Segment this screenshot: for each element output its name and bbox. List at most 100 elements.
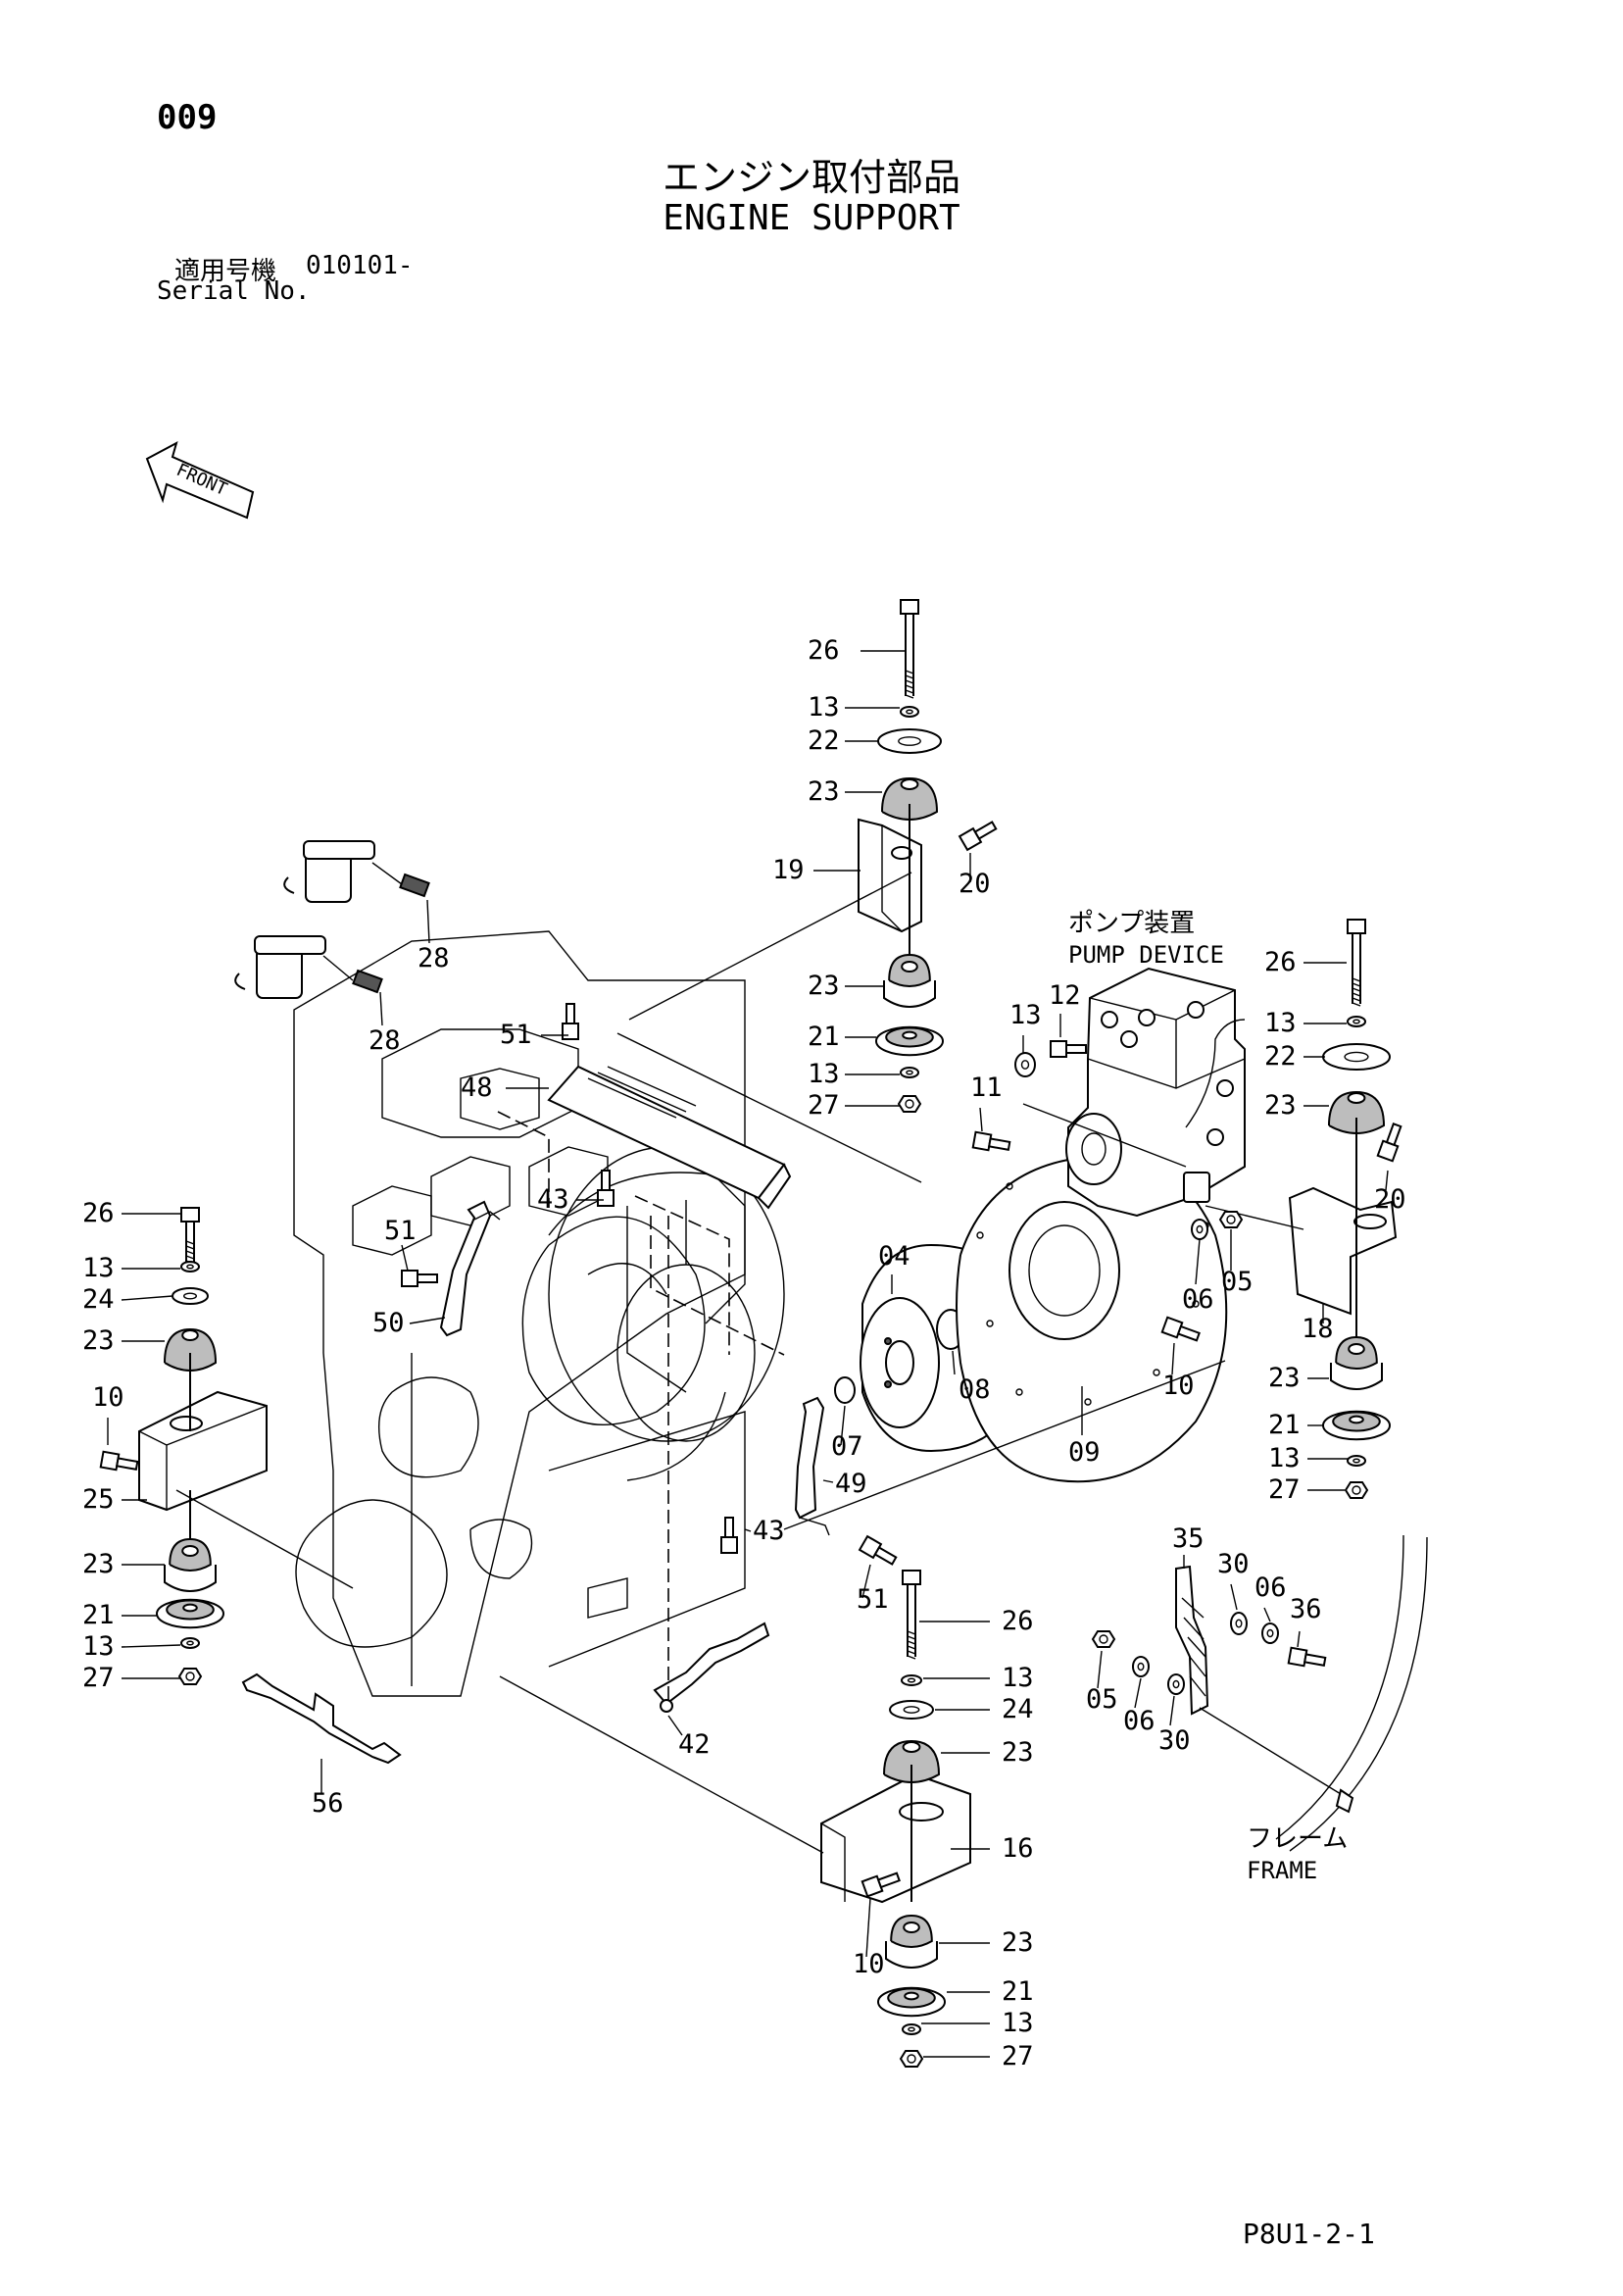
washer-24 — [172, 1287, 209, 1305]
callout-13: 13 — [1009, 1000, 1042, 1053]
callout-20: 20 — [959, 853, 991, 899]
callout-13: 13 — [82, 1631, 181, 1662]
washer-22 — [877, 728, 942, 754]
callout-27: 27 — [923, 2041, 1034, 2071]
callout-23: 23 — [82, 1325, 165, 1356]
bolt-36 — [1287, 1646, 1327, 1668]
callout-number: 20 — [959, 869, 991, 899]
mount-bracket-18 — [1288, 1186, 1398, 1316]
washer-06 — [1261, 1622, 1279, 1644]
callout-30: 30 — [1158, 1695, 1191, 1756]
callout-11: 11 — [970, 1073, 1003, 1132]
bolt-51 — [562, 1003, 579, 1040]
bolt-20 — [958, 821, 998, 852]
callout-number: 51 — [500, 1020, 532, 1050]
front-direction-arrow: FRONT — [145, 441, 255, 520]
callout-23: 23 — [808, 971, 884, 1001]
bolt — [900, 599, 919, 699]
callout-number: 24 — [1002, 1694, 1034, 1724]
callout-13: 13 — [923, 1663, 1034, 1693]
nut-27 — [177, 1668, 203, 1685]
front-label: FRONT — [173, 460, 230, 500]
callout-12: 12 — [1049, 980, 1081, 1037]
callout-28: 28 — [369, 991, 401, 1056]
callout-43: 43 — [537, 1184, 604, 1215]
callout-number: 10 — [92, 1382, 124, 1413]
callout-20: 20 — [1374, 1170, 1406, 1215]
callout-13: 13 — [1264, 1008, 1347, 1038]
serial-label: Serial No. — [157, 276, 311, 306]
page-number: 009 — [157, 98, 218, 137]
bolt-10 — [1160, 1316, 1201, 1342]
pump-device-label: PUMP DEVICE — [1068, 941, 1224, 969]
callout-number: 10 — [1162, 1371, 1195, 1401]
callout-number: 28 — [418, 943, 450, 973]
bracket-56 — [241, 1672, 402, 1765]
callout-number: 11 — [970, 1073, 1003, 1103]
bolt — [902, 1570, 921, 1660]
callout-number: 23 — [82, 1549, 115, 1579]
callout-number: 23 — [1268, 1363, 1301, 1393]
callout-27: 27 — [1268, 1474, 1345, 1505]
cushion-23 — [1328, 1090, 1386, 1134]
callout-number: 23 — [808, 776, 840, 807]
callout-10: 10 — [853, 1897, 885, 1979]
callout-number: 07 — [831, 1431, 863, 1462]
callout-26: 26 — [808, 635, 906, 666]
washer-06 — [1191, 1219, 1208, 1240]
callout-number: 13 — [1009, 1000, 1042, 1030]
cushion-23 — [885, 1914, 938, 1969]
fuel-filter-assembly — [234, 840, 430, 999]
callout-number: 06 — [1182, 1284, 1214, 1315]
o-ring-07 — [834, 1376, 856, 1404]
callout-number: 30 — [1158, 1725, 1191, 1756]
callout-22: 22 — [1264, 1041, 1325, 1072]
bolt-51 — [401, 1270, 438, 1287]
callout-24: 24 — [82, 1284, 173, 1315]
callout-number: 05 — [1221, 1267, 1254, 1297]
washer-13 — [900, 1067, 919, 1078]
cover-plate-48 — [547, 1065, 792, 1265]
callout-16: 16 — [951, 1833, 1034, 1864]
callout-23: 23 — [941, 1737, 1034, 1768]
bolt-11 — [971, 1130, 1011, 1152]
callout-36: 36 — [1290, 1594, 1322, 1648]
frame-label: FRAME — [1247, 1857, 1317, 1884]
serial-label-japanese: 適用号機 — [174, 257, 277, 286]
callout-43: 43 — [744, 1516, 785, 1546]
callout-22: 22 — [808, 725, 878, 756]
callout-number: 25 — [82, 1484, 115, 1515]
stopper-21 — [877, 1986, 946, 2018]
callout-number: 26 — [808, 635, 840, 666]
callout-number: 13 — [808, 692, 840, 723]
callout-51: 51 — [500, 1020, 568, 1050]
callout-number: 16 — [1002, 1833, 1034, 1864]
bolt-12 — [1050, 1040, 1087, 1058]
callout-50: 50 — [372, 1308, 446, 1338]
callout-number: 26 — [1002, 1606, 1034, 1636]
callout-number: 13 — [1002, 1663, 1034, 1693]
callout-number: 21 — [1268, 1410, 1301, 1440]
mount-bracket-19 — [858, 818, 922, 933]
washer-22 — [1322, 1043, 1391, 1071]
frame-label-japanese: フレーム — [1247, 1824, 1348, 1854]
bolt-43 — [720, 1517, 738, 1554]
callout-18: 18 — [1302, 1304, 1334, 1344]
callout-05: 05 — [1221, 1229, 1254, 1297]
callout-23: 23 — [1264, 1090, 1329, 1121]
pump-device — [1065, 967, 1246, 1218]
callout-21: 21 — [947, 1976, 1034, 2007]
callout-23: 23 — [939, 1927, 1034, 1958]
callout-number: 09 — [1068, 1437, 1101, 1468]
callout-number: 05 — [1086, 1684, 1118, 1715]
bolt-51 — [858, 1534, 898, 1566]
nut-05 — [1091, 1630, 1116, 1648]
callout-number: 56 — [312, 1788, 344, 1819]
callout-number: 21 — [82, 1600, 115, 1630]
washer-30 — [1230, 1612, 1248, 1635]
page-title: ENGINE SUPPORT — [663, 198, 960, 238]
callout-number: 50 — [372, 1308, 405, 1338]
pump-device-label-japanese: ポンプ装置 — [1068, 909, 1195, 938]
